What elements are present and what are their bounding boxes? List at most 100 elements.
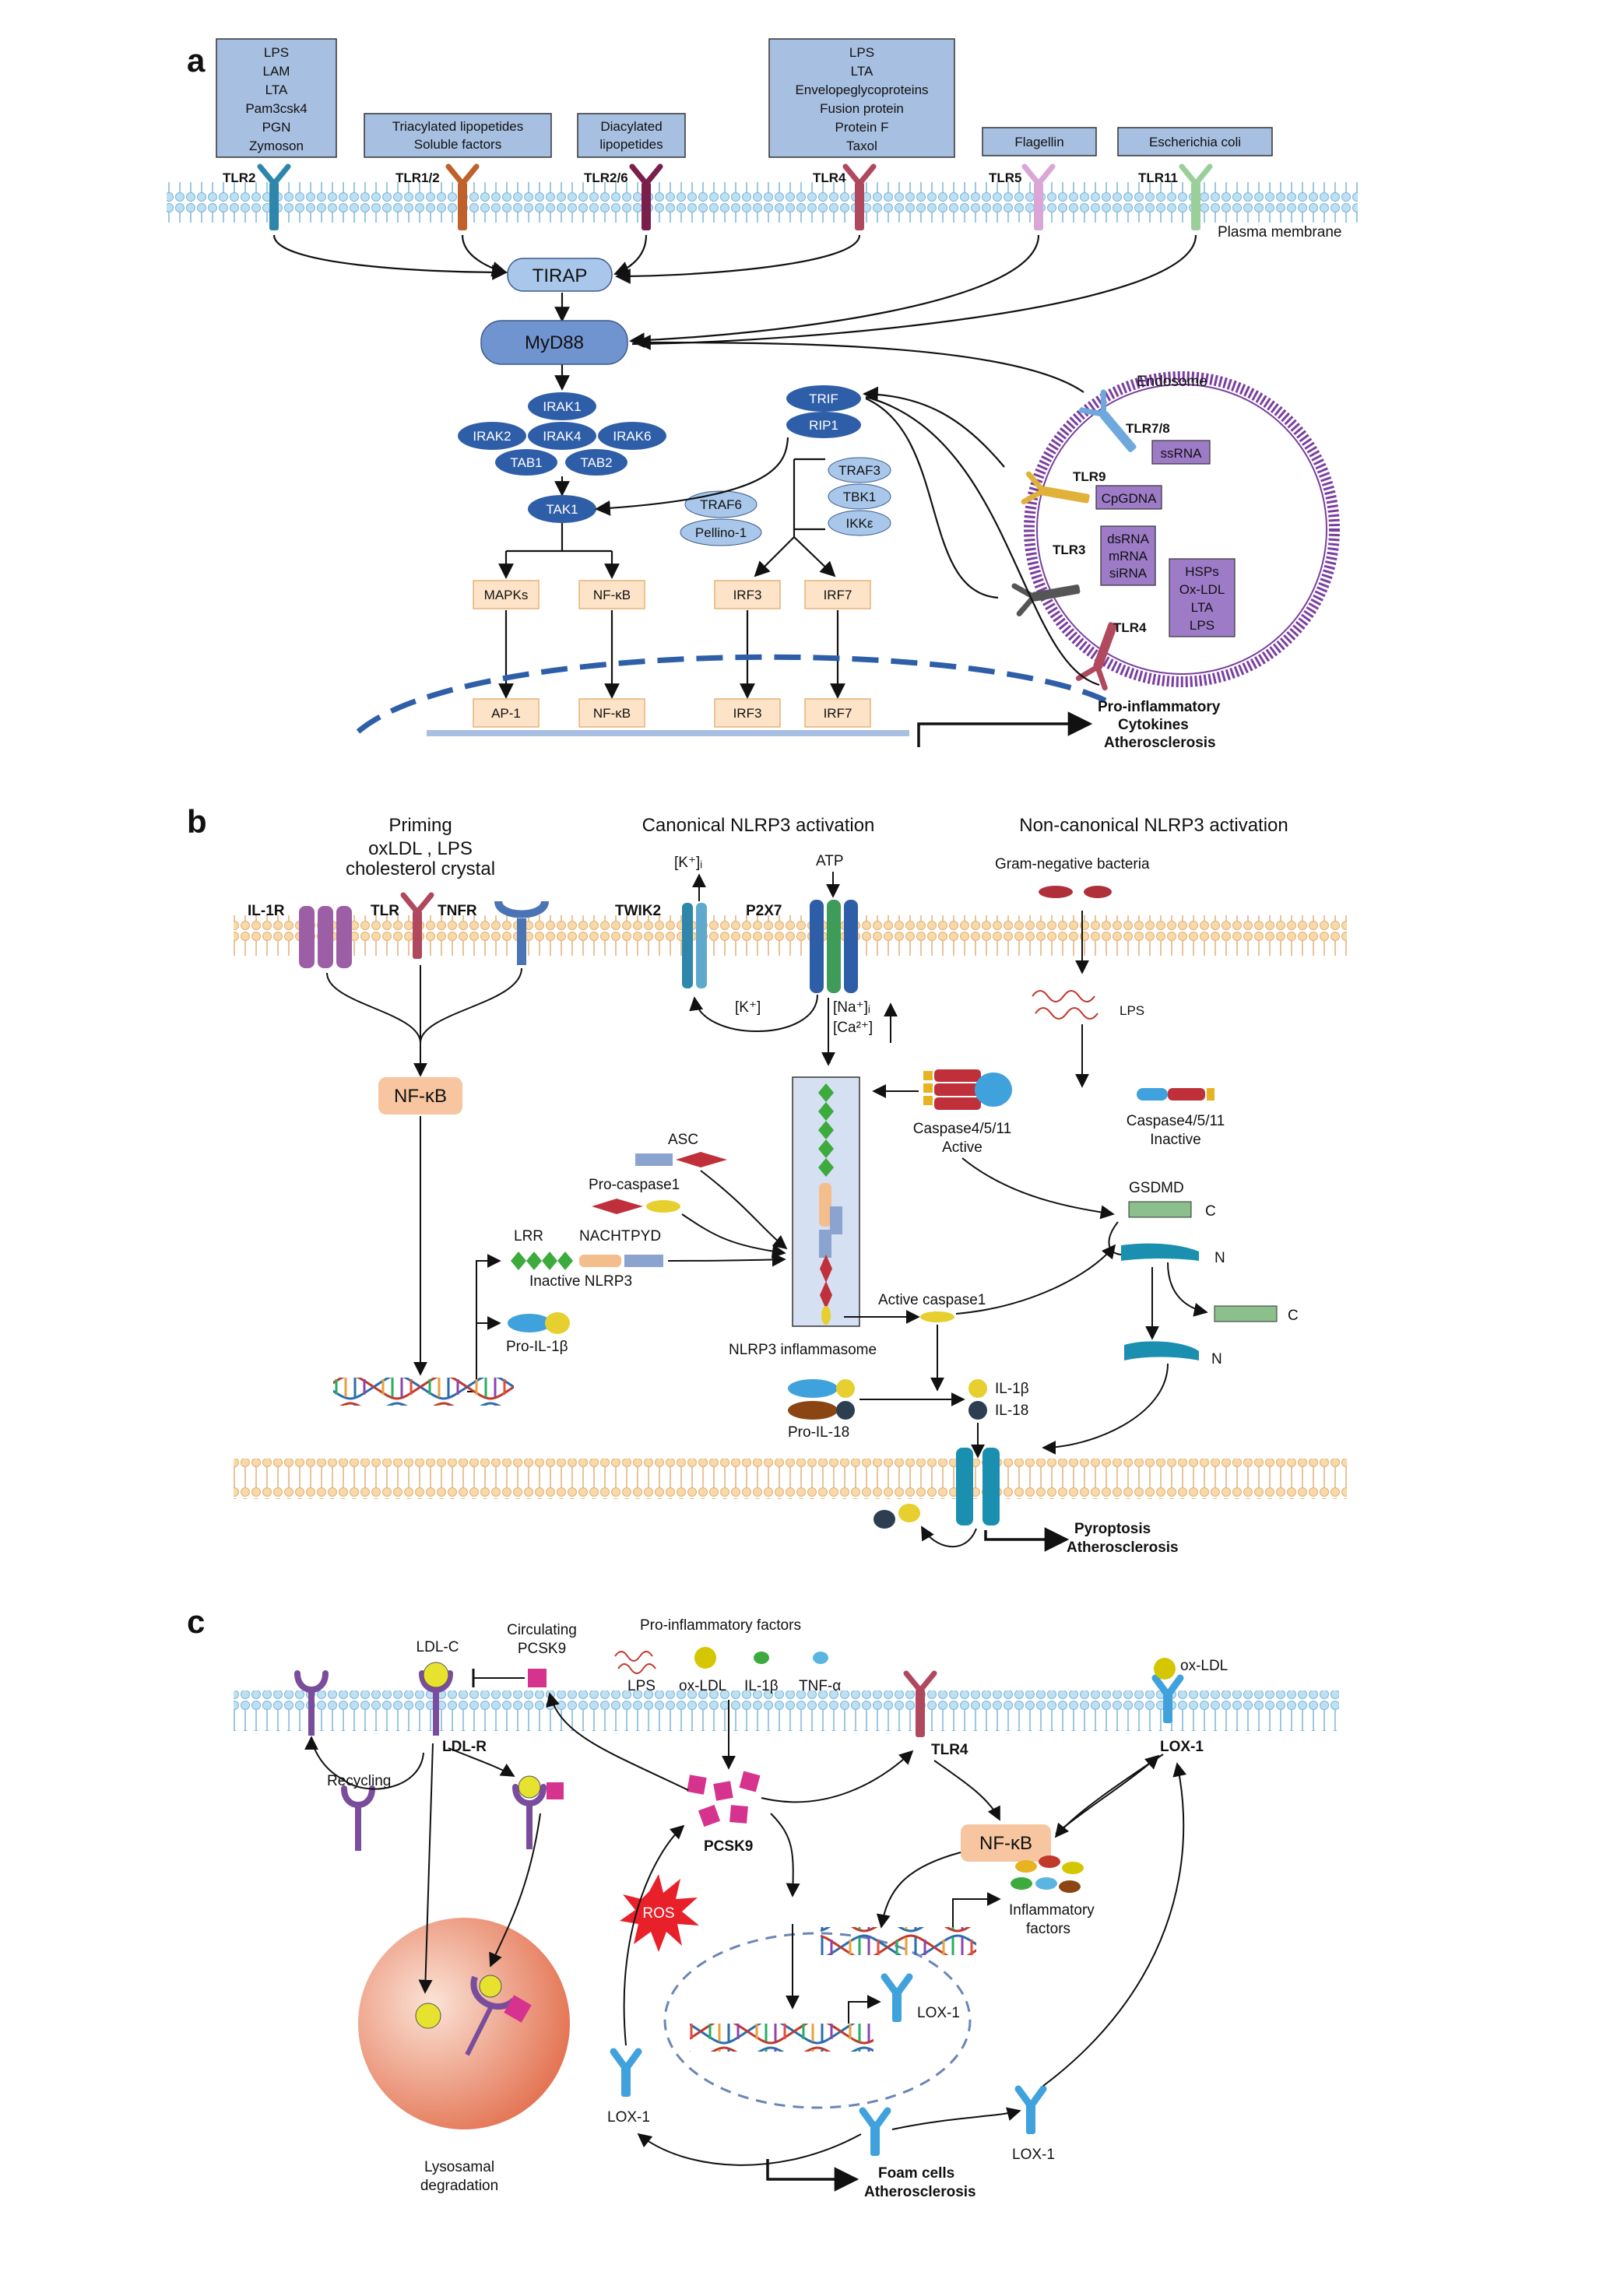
- plasma-membrane-c: [234, 1690, 1339, 1731]
- traf3-node: TRAF3: [828, 457, 891, 483]
- svg-text:LTA: LTA: [265, 83, 288, 97]
- svg-text:HSPs: HSPs: [1185, 564, 1218, 579]
- svg-text:Inflammatory: Inflammatory: [1009, 1902, 1095, 1919]
- ldlr-pcsk9-complex: [515, 1775, 564, 1849]
- svg-text:TLR2/6: TLR2/6: [584, 170, 628, 185]
- released-cytokines: [874, 1504, 920, 1529]
- trif-node: TRIF: [786, 385, 861, 412]
- svg-text:TLR1/2: TLR1/2: [395, 170, 440, 185]
- ligand-text: Envelopeglycoproteins: [795, 83, 928, 97]
- svg-text:LPS: LPS: [627, 1678, 656, 1694]
- endosome-label: Endosome: [1137, 374, 1207, 390]
- svg-text:Circulating: Circulating: [507, 1622, 577, 1638]
- ligand-text: lipopetides: [599, 137, 663, 152]
- svg-text:TLR11: TLR11: [1138, 170, 1178, 185]
- svg-text:dsRNA: dsRNA: [1107, 532, 1150, 546]
- ikke-node: IKKε: [828, 510, 891, 536]
- ligand-text: Fusion protein: [820, 101, 904, 116]
- svg-text:TWIK2: TWIK2: [615, 903, 661, 919]
- ligand-box-tlr4: LPS LTA Envelopeglycoproteins Fusion pro…: [768, 38, 955, 158]
- nuclear-envelope-a: [356, 654, 1107, 734]
- cytoplasmic-tf-boxes: MAPKs NF-κB IRF3 IRF7: [473, 580, 871, 609]
- svg-text:ox-LDL: ox-LDL: [679, 1678, 726, 1694]
- priming-stimuli-2: cholesterol crystal: [346, 858, 495, 879]
- recycling-label: Recycling: [327, 1773, 391, 1789]
- svg-text:IRAK4: IRAK4: [543, 429, 581, 444]
- pellino-node: Pellino-1: [680, 518, 762, 546]
- arrows-membrane-to-tirap: [272, 234, 1197, 391]
- panel-b-label: b: [187, 803, 207, 840]
- ligand-text: Escherichia coli: [1149, 135, 1241, 149]
- gsdmd-c-fragment: C: [1214, 1305, 1299, 1324]
- svg-text:Ox-LDL: Ox-LDL: [1179, 582, 1225, 597]
- svg-text:LOX-1: LOX-1: [1012, 2147, 1055, 2163]
- complex-to-lysosome-arrow: [489, 1813, 541, 1968]
- svg-text:TLR7/8: TLR7/8: [1126, 421, 1170, 436]
- gram-negative-label: Gram-negative bacteria: [995, 856, 1150, 872]
- svg-text:C: C: [1288, 1308, 1299, 1324]
- lox1-right: LOX-1: [1012, 2089, 1055, 2163]
- tf-irf3-nuc: IRF3: [733, 706, 762, 721]
- tlr11-receptor: TLR11: [1138, 167, 1210, 230]
- k-out-label: [K⁺]ᵢ: [674, 855, 702, 871]
- lox1-left: LOX-1: [607, 2052, 650, 2126]
- svg-text:Inactive: Inactive: [1150, 1132, 1200, 1148]
- ligand-box-tlr2-6: Diacylated lipopetides: [577, 113, 686, 158]
- nfkb-box-b: NF-κB: [378, 1077, 462, 1115]
- priming-stimuli-1: oxLDL , LPS: [368, 838, 473, 859]
- pro-il1b: Pro-IL-1β: [506, 1312, 570, 1355]
- ligand-text: Diacylated: [600, 119, 662, 134]
- svg-text:RIP1: RIP1: [809, 418, 838, 433]
- ldlr-receptor: LDL-C LDL-R: [417, 1639, 487, 1755]
- ligand-text: LPS: [264, 45, 289, 60]
- svg-text:IL-18: IL-18: [995, 1403, 1028, 1419]
- svg-text:IRAK1: IRAK1: [543, 399, 581, 414]
- lox1-bottom: [863, 2111, 888, 2156]
- ligand-text: LAM: [263, 64, 290, 79]
- plasma-membrane-a: [167, 182, 1358, 223]
- ligand-text: LPS: [849, 45, 874, 60]
- inactive-nlrp3: LRR NACHT PYD Inactive NLRP3: [511, 1228, 663, 1290]
- lysosome-label-2: degradation: [420, 2178, 498, 2194]
- svg-text:ROS: ROS: [642, 1905, 674, 1922]
- arrow-to-outcome-c: [766, 2159, 859, 2192]
- svg-text:TLR3: TLR3: [1053, 542, 1086, 557]
- nuclear-tf-boxes: AP-1 NF-κB IRF3 IRF7: [473, 698, 871, 728]
- svg-text:Pro-IL-1β: Pro-IL-1β: [506, 1339, 568, 1355]
- svg-text:factors: factors: [1026, 1921, 1070, 1937]
- svg-text:TLR5: TLR5: [989, 170, 1022, 185]
- tlr2-6-receptor: TLR2/6: [584, 167, 660, 230]
- gsdmd-full: GSDMD C N: [1108, 1180, 1225, 1266]
- endosome: [1024, 371, 1340, 687]
- active-caspase1-label: Active caspase1: [878, 1292, 986, 1308]
- casp1-to-gsdmd-arrow: [955, 1244, 1116, 1315]
- svg-text:IL-1β: IL-1β: [995, 1381, 1029, 1397]
- ligand-text: Zymoson: [249, 139, 304, 153]
- header-canonical: Canonical NLRP3 activation: [642, 815, 875, 836]
- svg-text:Atherosclerosis: Atherosclerosis: [1067, 1539, 1179, 1556]
- svg-text:LTA: LTA: [1191, 600, 1214, 615]
- lox1-bottom-right-arrow: [891, 2107, 1021, 2130]
- svg-text:NF-κB: NF-κB: [394, 1086, 447, 1107]
- lox1-receptor: ox-LDL LOX-1: [1154, 1658, 1228, 1755]
- gsdmd-n-fragment: N: [1124, 1341, 1222, 1367]
- lox1-to-nfkb-arrow: [1054, 1754, 1164, 1838]
- lysosome-label-1: Lysosamal: [424, 2159, 494, 2175]
- tlr-receptor-b: TLR: [371, 895, 431, 959]
- svg-text:Pro-inflammatory factors: Pro-inflammatory factors: [640, 1617, 801, 1634]
- svg-text:LDL-C: LDL-C: [417, 1639, 459, 1655]
- svg-text:GSDMD: GSDMD: [1129, 1180, 1184, 1196]
- svg-text:TNFR: TNFR: [438, 903, 477, 919]
- plasma-membrane-b-bottom: [234, 1459, 1347, 1499]
- svg-text:TRIF: TRIF: [809, 391, 838, 406]
- svg-text:TLR4: TLR4: [1113, 620, 1147, 635]
- svg-text:IRAK6: IRAK6: [613, 429, 651, 444]
- lox1-left-up-arrow: [623, 1824, 685, 2046]
- lox1-right-up-arrow: [1042, 1762, 1187, 2087]
- svg-text:Foam cells: Foam cells: [878, 2165, 954, 2182]
- header-noncanonical: Non-canonical NLRP3 activation: [1019, 815, 1288, 836]
- lox1-gene-product: LOX-1: [884, 1977, 960, 2022]
- svg-text:TIRAP: TIRAP: [533, 265, 588, 286]
- gsdmd-pore: [956, 1448, 1000, 1525]
- svg-text:LPS: LPS: [1190, 618, 1214, 633]
